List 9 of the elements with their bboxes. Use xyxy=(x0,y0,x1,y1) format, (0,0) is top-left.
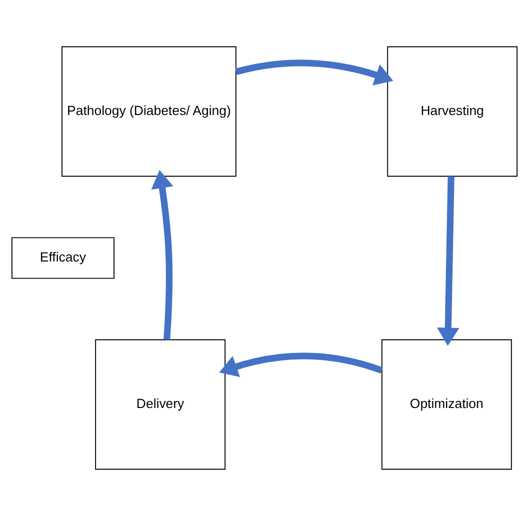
arrow xyxy=(151,170,174,340)
node-box: Harvesting xyxy=(387,46,518,177)
node-box: Optimization xyxy=(381,339,512,470)
arrow xyxy=(219,352,383,378)
arrow xyxy=(235,60,394,86)
node-box: Efficacy xyxy=(11,237,114,279)
node-box: Pathology (Diabetes/ Aging) xyxy=(62,46,236,177)
arrow xyxy=(437,176,460,346)
node-box: Delivery xyxy=(95,339,226,470)
